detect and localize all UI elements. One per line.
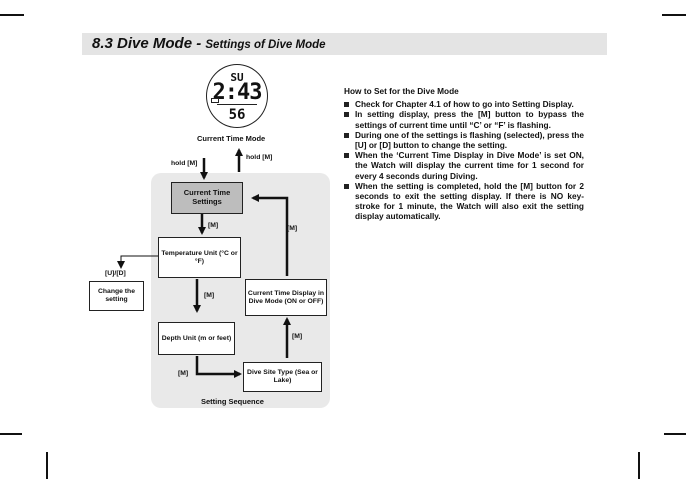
ud-label: [U]/[D] <box>105 270 126 277</box>
watch-caption: Current Time Mode <box>197 134 266 143</box>
section-number-title: 8.3 Dive Mode <box>92 35 193 52</box>
crop-mark-bottom-right <box>638 452 640 479</box>
instructions: How to Set for the Dive Mode Check for C… <box>344 86 584 222</box>
hold-m-left-label: hold [M] <box>171 160 198 167</box>
m-label-1: [M] <box>208 222 219 229</box>
instructions-heading: How to Set for the Dive Mode <box>344 86 459 96</box>
instruction-item: When the ‘Current Time Display in Dive M… <box>344 150 584 181</box>
m-label-5: [M] <box>287 225 298 232</box>
m-label-4: [M] <box>292 333 303 340</box>
dive-site-type-box: Dive Site Type (Sea or Lake) <box>243 362 322 392</box>
current-time-settings-box: Current Time Settings <box>171 182 243 214</box>
arrow-display-to-settings <box>251 194 289 276</box>
instructions-list: Check for Chapter 4.1 of how to go into … <box>344 99 584 221</box>
watch-indicator-icon <box>211 98 219 103</box>
title-separator: - <box>192 35 206 52</box>
watch-seconds: 56 <box>228 107 246 123</box>
crop-mark-bottom-left <box>46 452 48 479</box>
crop-mark-top-left <box>0 14 24 16</box>
instruction-item: During one of the settings is flashing (… <box>344 130 584 150</box>
instruction-item: In setting display, press the [M] button… <box>344 109 584 130</box>
section-header: 8.3 Dive Mode - Settings of Dive Mode <box>82 33 607 55</box>
setting-sequence-caption: Setting Sequence <box>201 397 264 406</box>
m-label-2: [M] <box>204 292 215 299</box>
instruction-item: Check for Chapter 4.1 of how to go into … <box>344 99 584 109</box>
section-title: 8.3 Dive Mode - Settings of Dive Mode <box>92 35 326 52</box>
watch-time: 2:43 <box>212 80 263 105</box>
m-label-3: [M] <box>178 370 189 377</box>
instruction-item: When the setting is completed, hold the … <box>344 181 584 222</box>
watch-display-icon: SU 2:43 56 <box>206 64 268 128</box>
crop-mark-mid-left <box>0 433 22 435</box>
current-time-display-box: Current Time Display in Dive Mode (ON or… <box>245 279 327 316</box>
change-setting-box: Change the setting <box>89 281 144 311</box>
watch-divider <box>217 104 257 105</box>
crop-mark-top-right <box>662 14 686 16</box>
watch-day: SU <box>230 71 244 84</box>
hold-m-right-label: hold [M] <box>246 154 273 161</box>
arrow-temp-to-change <box>117 255 158 269</box>
crop-mark-mid-right <box>664 433 686 435</box>
temperature-unit-box: Temperature Unit (°C or °F) <box>158 237 241 278</box>
depth-unit-box: Depth Unit (m or feet) <box>158 322 235 355</box>
section-subtitle: Settings of Dive Mode <box>205 39 326 51</box>
arrow-depth-to-site <box>195 356 242 378</box>
